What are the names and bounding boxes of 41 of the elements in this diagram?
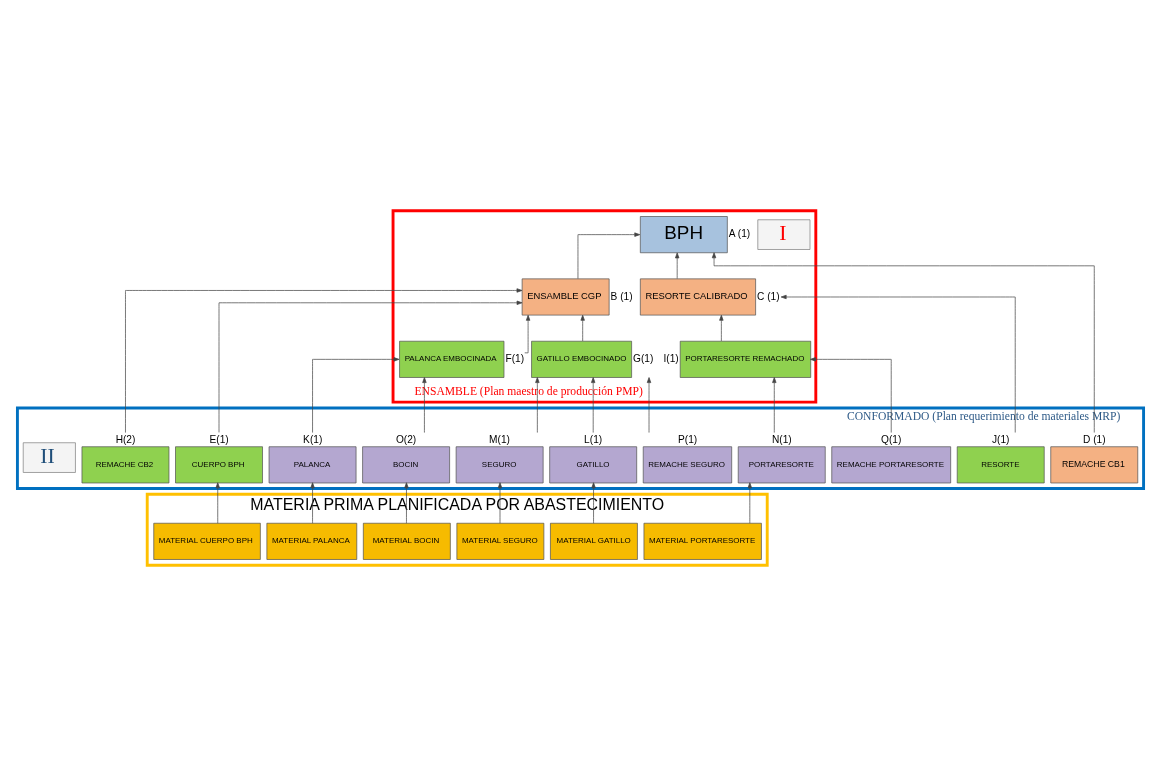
arrow xyxy=(535,377,540,433)
node-label: O(2) xyxy=(395,433,417,445)
arrow xyxy=(422,377,427,433)
node-label: F(1) xyxy=(505,353,525,365)
arrow xyxy=(675,252,680,279)
arrow xyxy=(646,377,652,433)
node-label: J(1) xyxy=(992,433,1010,445)
node-label: I(1) xyxy=(663,353,679,365)
arrow xyxy=(810,357,892,433)
node-label: H(2) xyxy=(115,433,136,445)
arrow xyxy=(125,288,523,433)
node-label: K(1) xyxy=(303,433,323,445)
node-label: C (1) xyxy=(757,290,780,302)
arrow xyxy=(711,252,1095,433)
arrow xyxy=(497,482,503,524)
arrow xyxy=(404,482,409,524)
arrow xyxy=(719,314,724,342)
node-label: E(1) xyxy=(209,433,229,445)
arrow xyxy=(747,482,752,524)
arrow xyxy=(312,357,400,433)
node-label: N(1) xyxy=(771,433,792,445)
node-label: B (1) xyxy=(610,290,633,302)
node-box: II xyxy=(22,442,76,473)
node-box: I xyxy=(757,219,811,250)
arrow xyxy=(215,482,220,524)
node-label: M(1) xyxy=(489,433,510,445)
node-label: D (1) xyxy=(1083,433,1106,445)
arrow xyxy=(780,294,1016,433)
node-label: Q(1) xyxy=(881,433,902,445)
arrow xyxy=(591,482,596,524)
node-label: G(1) xyxy=(633,353,654,365)
arrow xyxy=(591,377,596,433)
arrow xyxy=(577,232,641,279)
arrow xyxy=(218,300,523,433)
arrow xyxy=(772,377,777,433)
node-label: L(1) xyxy=(584,433,603,445)
arrow xyxy=(580,314,585,342)
arrow xyxy=(310,482,315,524)
arrow xyxy=(524,314,531,354)
node-label: P(1) xyxy=(678,433,698,445)
node-label: A (1) xyxy=(728,228,751,240)
